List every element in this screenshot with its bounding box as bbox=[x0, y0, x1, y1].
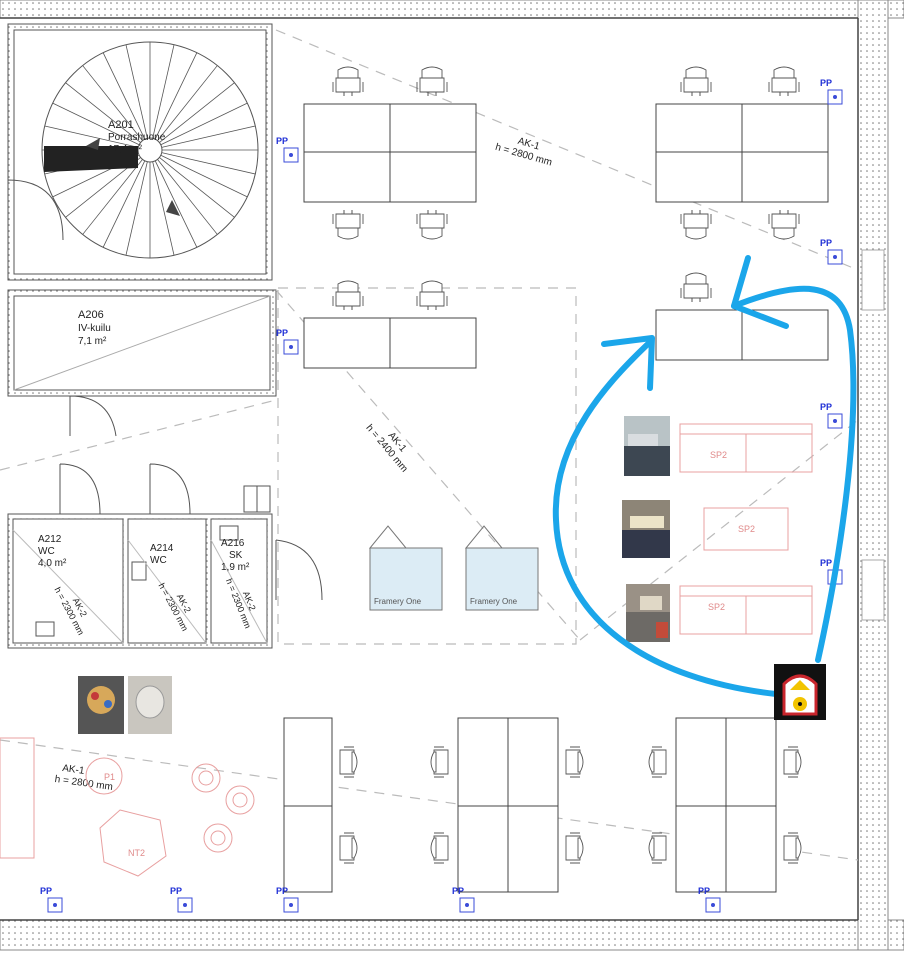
stair-step bbox=[125, 161, 148, 256]
photo-thumbnails bbox=[78, 416, 670, 734]
wc-rooms: A212 WC 4,0 m² A214 WC A216 SK 1,9 m² bbox=[7, 463, 323, 649]
desk-pair-middle-left bbox=[303, 280, 477, 369]
photo-sofa-top bbox=[624, 416, 670, 476]
arrow-right-head bbox=[731, 255, 789, 329]
pp-socket-label: PP bbox=[276, 136, 288, 146]
stair-step bbox=[152, 44, 175, 139]
pp-socket-icon bbox=[459, 897, 475, 913]
wc2-code: A214 bbox=[150, 543, 174, 554]
wc2-name: WC bbox=[150, 555, 167, 566]
wc1-area: 4,0 m² bbox=[38, 558, 67, 569]
corridor-room: A206 IV-kuilu 7,1 m² bbox=[7, 289, 277, 437]
pp-socket-icon bbox=[47, 897, 63, 913]
pp-socket-icon bbox=[827, 89, 843, 105]
pp-socket-label: PP bbox=[276, 328, 288, 338]
desk-cluster-top-right bbox=[655, 66, 829, 240]
pod-left-label: Framery One bbox=[374, 597, 422, 606]
low-table-label: NT2 bbox=[128, 848, 145, 858]
table-mid-label: SP2 bbox=[738, 524, 755, 534]
pp-sockets: PP PP PP PP PP PP PP PP PP PP PP bbox=[40, 78, 843, 913]
photo-chair-left bbox=[78, 676, 124, 734]
wc1-name: WC bbox=[38, 546, 55, 557]
pp-socket-icon bbox=[283, 147, 299, 163]
pp-socket-label: PP bbox=[452, 886, 464, 896]
storage-name: SK bbox=[229, 550, 243, 561]
stair-step bbox=[154, 160, 198, 248]
stair-step bbox=[160, 102, 248, 146]
stair-step bbox=[82, 159, 143, 235]
stair-step bbox=[52, 102, 140, 146]
arrow-left-path bbox=[552, 339, 779, 697]
sofa-bottom-label: SP2 bbox=[708, 602, 725, 612]
pp-socket-label: PP bbox=[698, 886, 710, 896]
phone-pod-left: Framery One bbox=[368, 525, 443, 611]
stair-step bbox=[157, 159, 218, 235]
stair-step bbox=[82, 65, 143, 141]
stair-step bbox=[65, 82, 141, 143]
wc1-code: A212 bbox=[38, 534, 62, 545]
pp-socket-icon bbox=[177, 897, 193, 913]
stair-step bbox=[102, 52, 146, 140]
pp-socket-label: PP bbox=[820, 238, 832, 248]
stair-step bbox=[125, 44, 148, 139]
lounge-furniture: SP2 SP2 SP2 NT2 P1 bbox=[0, 423, 813, 877]
storage-area: 1,9 m² bbox=[221, 562, 250, 573]
stair-step bbox=[159, 157, 235, 218]
stair-step bbox=[154, 52, 198, 140]
pp-socket-icon bbox=[827, 413, 843, 429]
stair-room: A201 Porrashuone 17,4 m² bbox=[7, 23, 273, 281]
stair-step bbox=[44, 125, 139, 148]
stair-step bbox=[161, 125, 256, 148]
pod-right-label: Framery One bbox=[470, 597, 518, 606]
pp-socket-label: PP bbox=[40, 886, 52, 896]
desk-cluster-top-left bbox=[303, 66, 477, 240]
stair-room-area: 17,4 m² bbox=[108, 144, 143, 155]
stair-step bbox=[159, 82, 235, 143]
radiation-warning-icon bbox=[774, 664, 826, 720]
blue-arrows bbox=[552, 255, 857, 697]
pp-socket-icon bbox=[705, 897, 721, 913]
stair-step bbox=[160, 154, 248, 198]
pp-socket-label: PP bbox=[820, 402, 832, 412]
plant-group bbox=[191, 763, 255, 853]
ak1-bottom-name: AK-1 bbox=[62, 763, 86, 777]
desk-pair-middle-right bbox=[655, 272, 829, 361]
photo-chair-right bbox=[128, 676, 172, 734]
sofa-top-label: SP2 bbox=[710, 450, 727, 460]
stair-room-name: Porrashuone bbox=[108, 132, 166, 143]
pp-socket-label: PP bbox=[276, 886, 288, 896]
pp-socket-label: PP bbox=[820, 78, 832, 88]
phone-pod-right: Framery One bbox=[464, 525, 539, 611]
corridor-area: 7,1 m² bbox=[78, 336, 107, 347]
arrow-right-path bbox=[731, 285, 857, 663]
stair-step bbox=[152, 161, 175, 256]
photo-table-mid bbox=[622, 500, 670, 558]
pp-socket-icon bbox=[283, 897, 299, 913]
desk-cluster-bottom bbox=[283, 717, 802, 893]
stair-step bbox=[102, 160, 146, 248]
corridor-code: A206 bbox=[78, 309, 104, 321]
pp-socket-label: PP bbox=[820, 558, 832, 568]
storage-code: A216 bbox=[221, 538, 245, 549]
arrow-left-head bbox=[601, 335, 655, 391]
stair-room-code: A201 bbox=[108, 119, 134, 131]
corridor-name: IV-kuilu bbox=[78, 323, 111, 334]
stair-step bbox=[157, 65, 218, 141]
photo-sofa-bottom bbox=[626, 584, 670, 642]
stair-step bbox=[161, 152, 256, 175]
pp-socket-icon bbox=[827, 249, 843, 265]
side-p1-label: P1 bbox=[104, 772, 115, 782]
pp-socket-label: PP bbox=[170, 886, 182, 896]
pp-socket-icon bbox=[283, 339, 299, 355]
